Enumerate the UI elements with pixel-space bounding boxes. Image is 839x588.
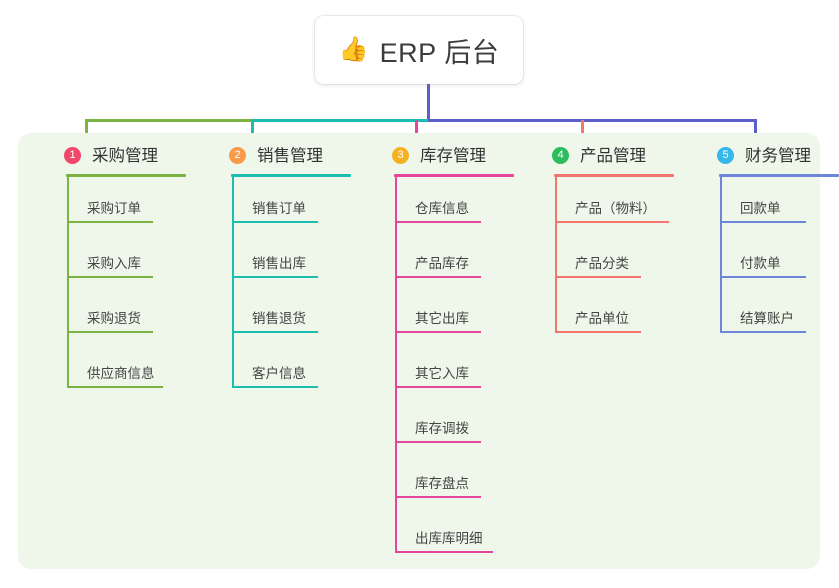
- leaf-item-underline: [232, 386, 318, 388]
- leaf-item-underline: [395, 386, 481, 388]
- leaf-item-underline: [395, 551, 493, 553]
- leaf-item-label: 回款单: [740, 201, 781, 216]
- leaf-item-label: 采购订单: [87, 201, 141, 216]
- column-spine: [720, 174, 722, 333]
- leaf-item-underline: [555, 221, 669, 223]
- leaf-item[interactable]: 其它入库: [395, 350, 481, 388]
- leaf-item-label: 客户信息: [252, 366, 306, 381]
- root-node-card[interactable]: 👍 ERP 后台: [315, 16, 523, 84]
- leaf-item[interactable]: 库存盘点: [395, 460, 481, 498]
- column-header-2[interactable]: 2 销售管理: [205, 133, 323, 174]
- leaf-item-underline: [67, 386, 163, 388]
- leaf-item-label: 供应商信息: [87, 366, 155, 381]
- column-header-3[interactable]: 3 库存管理: [368, 133, 486, 174]
- leaf-item-label: 付款单: [740, 256, 781, 271]
- leaf-item-underline: [720, 331, 806, 333]
- leaf-item[interactable]: 产品（物料）: [555, 185, 669, 223]
- leaf-item-underline: [555, 276, 641, 278]
- leaf-item[interactable]: 采购入库: [67, 240, 153, 278]
- leaf-item[interactable]: 付款单: [720, 240, 806, 278]
- leaf-item[interactable]: 采购订单: [67, 185, 153, 223]
- leaf-item-label: 其它入库: [415, 366, 469, 381]
- column-index-badge: 2: [229, 147, 246, 164]
- column-underline: [554, 174, 674, 177]
- column-title: 采购管理: [92, 146, 158, 165]
- leaf-item[interactable]: 销售订单: [232, 185, 318, 223]
- leaf-item-label: 库存调拨: [415, 421, 469, 436]
- column-underline: [231, 174, 351, 177]
- leaf-item-label: 产品库存: [415, 256, 469, 271]
- column-underline: [394, 174, 514, 177]
- leaf-item[interactable]: 采购退货: [67, 295, 153, 333]
- root-node-title: ERP 后台: [379, 37, 500, 68]
- leaf-item-label: 销售退货: [252, 311, 306, 326]
- diagram-panel: 1 采购管理采购订单采购入库采购退货供应商信息 2 销售管理销售订单销售出库销售退货客…: [18, 133, 839, 569]
- leaf-item[interactable]: 仓库信息: [395, 185, 481, 223]
- column-4: 4 产品管理产品（物料） 产品分类产品单位: [528, 133, 674, 333]
- leaf-item-underline: [395, 441, 481, 443]
- leaf-item[interactable]: 产品单位: [555, 295, 641, 333]
- leaf-item-underline: [395, 331, 481, 333]
- leaf-item-underline: [395, 276, 481, 278]
- leaf-item-label: 产品（物料）: [575, 201, 656, 216]
- column-index-badge: 1: [64, 147, 81, 164]
- leaf-item-underline: [232, 276, 318, 278]
- leaf-item-underline: [555, 331, 641, 333]
- leaf-item-label: 仓库信息: [415, 201, 469, 216]
- column-header-4[interactable]: 4 产品管理: [528, 133, 646, 174]
- leaf-item-label: 出库库明细: [415, 531, 483, 546]
- column-index-badge: 4: [552, 147, 569, 164]
- column-header-1[interactable]: 1 采购管理: [40, 133, 158, 174]
- leaf-item-label: 其它出库: [415, 311, 469, 326]
- leaf-item-underline: [67, 221, 153, 223]
- column-spine: [232, 174, 234, 388]
- column-underline: [66, 174, 186, 177]
- column-title: 销售管理: [257, 146, 323, 165]
- leaf-item[interactable]: 出库库明细: [395, 515, 493, 553]
- column-5: 5 财务管理回款单付款单结算账户: [693, 133, 839, 333]
- leaf-item[interactable]: 供应商信息: [67, 350, 163, 388]
- leaf-item[interactable]: 产品库存: [395, 240, 481, 278]
- column-header-5[interactable]: 5 财务管理: [693, 133, 811, 174]
- leaf-item[interactable]: 回款单: [720, 185, 806, 223]
- leaf-item[interactable]: 销售退货: [232, 295, 318, 333]
- leaf-item[interactable]: 产品分类: [555, 240, 641, 278]
- column-index-badge: 5: [717, 147, 734, 164]
- leaf-item[interactable]: 客户信息: [232, 350, 318, 388]
- leaf-item-underline: [67, 331, 153, 333]
- column-index-badge: 3: [392, 147, 409, 164]
- column-title: 库存管理: [420, 146, 486, 165]
- column-spine: [395, 174, 397, 553]
- leaf-item-label: 产品单位: [575, 311, 629, 326]
- leaf-item[interactable]: 结算账户: [720, 295, 806, 333]
- column-spine: [555, 174, 557, 333]
- leaf-item-underline: [67, 276, 153, 278]
- leaf-item-label: 采购入库: [87, 256, 141, 271]
- leaf-item-underline: [720, 276, 806, 278]
- leaf-item-underline: [395, 221, 481, 223]
- leaf-item[interactable]: 销售出库: [232, 240, 318, 278]
- leaf-item-underline: [720, 221, 806, 223]
- column-2: 2 销售管理销售订单销售出库销售退货客户信息: [205, 133, 351, 388]
- column-underline: [719, 174, 839, 177]
- leaf-item-underline: [395, 496, 481, 498]
- leaf-item-underline: [232, 221, 318, 223]
- column-3: 3 库存管理仓库信息产品库存其它出库其它入库库存调拨库存盘点出库库明细: [368, 133, 514, 553]
- leaf-item[interactable]: 库存调拨: [395, 405, 481, 443]
- root-node-content: 👍 ERP 后台: [339, 31, 499, 70]
- column-title: 财务管理: [745, 146, 811, 165]
- column-title: 产品管理: [580, 146, 646, 165]
- leaf-item-label: 采购退货: [87, 311, 141, 326]
- column-1: 1 采购管理采购订单采购入库采购退货供应商信息: [40, 133, 186, 388]
- leaf-item-label: 销售订单: [252, 201, 306, 216]
- thumbs-up-icon: 👍: [338, 36, 369, 63]
- leaf-item-label: 产品分类: [575, 256, 629, 271]
- leaf-item-label: 结算账户: [740, 311, 794, 326]
- leaf-item-label: 库存盘点: [415, 476, 469, 491]
- leaf-item-label: 销售出库: [252, 256, 306, 271]
- leaf-item[interactable]: 其它出库: [395, 295, 481, 333]
- column-spine: [67, 174, 69, 388]
- leaf-item-underline: [232, 331, 318, 333]
